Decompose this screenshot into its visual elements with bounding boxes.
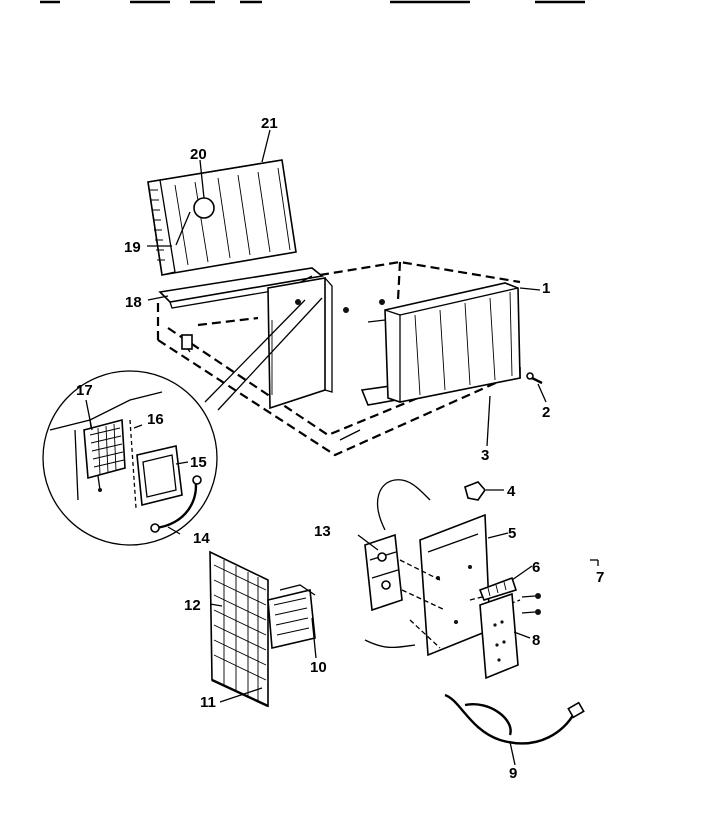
part-label-11: 11 <box>200 694 216 711</box>
screw <box>526 372 543 385</box>
part-label-14: 14 <box>193 530 210 547</box>
part-label-2: 2 <box>542 404 550 421</box>
part-label-5: 5 <box>508 525 516 542</box>
part-label-4: 4 <box>507 483 516 500</box>
part-label-21: 21 <box>261 115 278 132</box>
part-label-13: 13 <box>314 523 331 540</box>
part-label-18: 18 <box>125 294 142 311</box>
part-label-6: 6 <box>532 559 540 576</box>
part-label-9: 9 <box>509 765 517 782</box>
leader-lines <box>85 129 599 766</box>
power-cord <box>444 693 585 745</box>
partition-panel <box>267 277 333 410</box>
control-assembly <box>364 479 541 680</box>
detail-callout <box>42 297 323 546</box>
part-labels: 1 2 3 4 5 6 7 8 9 10 11 12 13 14 15 16 1… <box>76 115 604 782</box>
part-label-19: 19 <box>124 239 141 256</box>
condenser-coil <box>147 159 297 276</box>
evaporator-coil <box>343 282 521 406</box>
part-label-15: 15 <box>190 454 207 471</box>
part-label-12: 12 <box>184 597 201 614</box>
part-label-10: 10 <box>310 659 327 676</box>
front-grille <box>209 550 269 708</box>
filter <box>267 584 316 649</box>
part-label-3: 3 <box>481 447 489 464</box>
part-label-7: 7 <box>596 569 604 586</box>
part-label-8: 8 <box>532 632 540 649</box>
part-label-16: 16 <box>147 411 164 428</box>
part-label-1: 1 <box>542 280 550 297</box>
part-label-20: 20 <box>190 146 207 163</box>
part-label-17: 17 <box>76 382 93 399</box>
